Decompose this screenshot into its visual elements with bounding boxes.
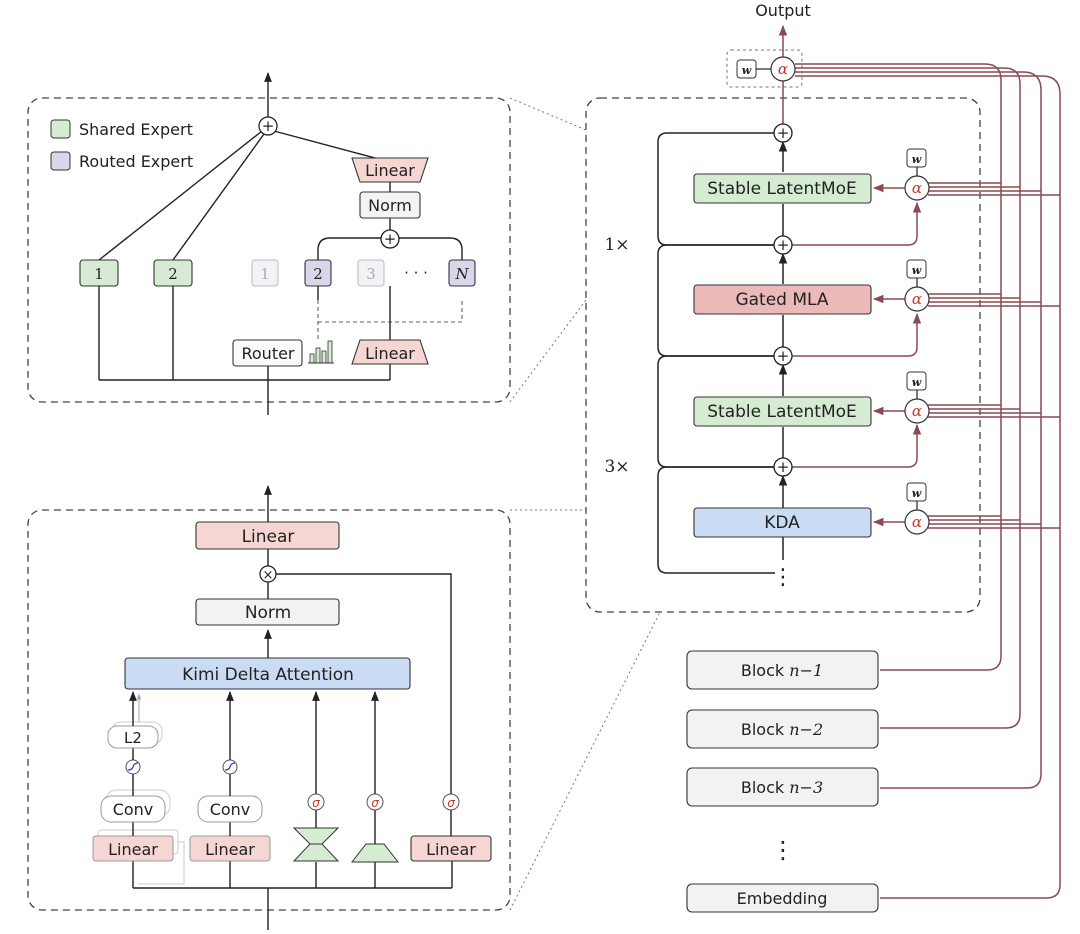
router-scores-icon	[308, 340, 334, 364]
svg-text:Stable LatentMoE: Stable LatentMoE	[707, 402, 857, 422]
svg-text:+: +	[777, 124, 790, 142]
svg-text:+: +	[777, 458, 790, 476]
svg-text:Linear: Linear	[426, 840, 476, 859]
svg-text:w: w	[912, 264, 922, 277]
svg-text:w: w	[912, 153, 922, 166]
svg-text:w: w	[912, 376, 922, 389]
layer-weight-group: w α	[904, 259, 930, 312]
svg-text:α: α	[912, 402, 922, 420]
residual-sum-node: +	[773, 235, 793, 255]
svg-text:Conv: Conv	[210, 800, 251, 819]
svg-text:N: N	[454, 265, 469, 283]
layer-weight-group: w α	[904, 371, 930, 424]
alpha-node	[904, 286, 930, 312]
layer-gated-mla	[693, 284, 872, 315]
svg-text:3: 3	[366, 265, 376, 283]
layer-weight-group: w α	[904, 482, 930, 535]
svg-text:Linear: Linear	[365, 344, 415, 363]
svg-text:Embedding: Embedding	[737, 889, 828, 908]
previous-blocks: Block n−1 Block n−2 Block n−3 ⋮ Embeddin…	[686, 650, 879, 913]
shared-expert-1	[79, 259, 119, 287]
svg-text:2: 2	[168, 265, 178, 283]
routed-expert-1	[251, 259, 279, 287]
router	[232, 339, 303, 367]
svg-text:L2: L2	[124, 729, 142, 747]
svg-text:Linear: Linear	[205, 840, 255, 859]
legend-shared-label: Shared Expert	[79, 120, 193, 139]
kda-beta-proj	[350, 843, 400, 863]
legend-shared-swatch	[50, 119, 71, 139]
output-label: Output	[755, 1, 811, 20]
legend-routed-swatch	[50, 151, 71, 171]
svg-text:Block n−2: Block n−2	[741, 720, 823, 739]
svg-text:1: 1	[94, 265, 104, 283]
svg-text:α: α	[778, 60, 788, 78]
svg-text:1: 1	[260, 265, 270, 283]
alpha-node	[770, 56, 796, 82]
alpha-node	[904, 509, 930, 535]
experts-ellipsis: · · ·	[404, 264, 428, 282]
svg-text:Norm: Norm	[368, 196, 412, 215]
residual-sum-node: +	[773, 457, 793, 477]
zoom-connectors	[509, 97, 661, 911]
shared-expert-2	[153, 259, 193, 287]
layer-stack: Output w α +	[585, 1, 1061, 899]
layer-stable-latentmoe	[693, 396, 872, 427]
layer-weight-group: w α	[904, 148, 930, 201]
stack-continuation: ⋮	[772, 565, 794, 590]
alpha-node	[904, 175, 930, 201]
block-n-1	[686, 650, 879, 690]
svg-text:+: +	[777, 236, 790, 254]
moe-linear-up	[351, 157, 429, 183]
svg-text:α: α	[912, 290, 922, 308]
repeat-1x-label: 1×	[604, 235, 629, 255]
svg-text:KDA: KDA	[764, 513, 800, 533]
block-n-2	[686, 709, 879, 749]
kda-panel: Linear Conv L2 Linear Conv σ σ	[27, 485, 511, 930]
residual-sum-node: +	[773, 346, 793, 366]
legend-routed-label: Routed Expert	[79, 152, 193, 171]
svg-text:+: +	[262, 117, 275, 135]
svg-text:σ: σ	[371, 796, 379, 810]
blocks-continuation: ⋮	[771, 836, 795, 864]
svg-text:Linear: Linear	[108, 840, 158, 859]
svg-text:2: 2	[313, 265, 323, 283]
svg-text:α: α	[912, 513, 922, 531]
moe-panel: Shared Expert Routed Expert + 1 2 1 2 3 …	[27, 72, 511, 415]
routed-sum-node	[380, 229, 400, 249]
svg-text:Gated MLA: Gated MLA	[735, 290, 828, 310]
svg-text:Norm: Norm	[245, 603, 291, 623]
svg-text:×: ×	[263, 568, 274, 583]
svg-text:Router: Router	[241, 344, 294, 363]
svg-text:Block n−1: Block n−1	[741, 661, 823, 680]
alpha-node	[904, 398, 930, 424]
svg-text:Linear: Linear	[242, 527, 295, 547]
svg-text:Conv: Conv	[113, 800, 154, 819]
moe-linear-down	[351, 339, 429, 365]
svg-text:Stable LatentMoE: Stable LatentMoE	[707, 179, 857, 199]
layer-kda	[693, 507, 872, 538]
svg-text:Block n−3: Block n−3	[741, 778, 823, 797]
layer-stable-latentmoe-top	[693, 173, 872, 204]
svg-text:σ: σ	[447, 796, 455, 810]
kda-gate-up-proj	[292, 843, 340, 862]
kda-gate-down-proj	[292, 827, 340, 845]
block-n-3	[686, 767, 879, 807]
svg-text:α: α	[912, 179, 922, 197]
residual-sum-node: +	[773, 123, 793, 143]
svg-text:+: +	[384, 230, 397, 248]
svg-text:w: w	[742, 64, 752, 77]
svg-text:+: +	[777, 347, 790, 365]
repeat-3x-label: 3×	[604, 457, 629, 477]
routed-expert-3	[357, 259, 385, 287]
moe-sum-node	[258, 116, 278, 136]
embedding-block	[686, 883, 879, 913]
svg-text:w: w	[912, 487, 922, 500]
svg-text:σ: σ	[312, 796, 320, 810]
svg-text:Linear: Linear	[365, 161, 415, 180]
svg-text:Kimi Delta Attention: Kimi Delta Attention	[182, 665, 354, 685]
